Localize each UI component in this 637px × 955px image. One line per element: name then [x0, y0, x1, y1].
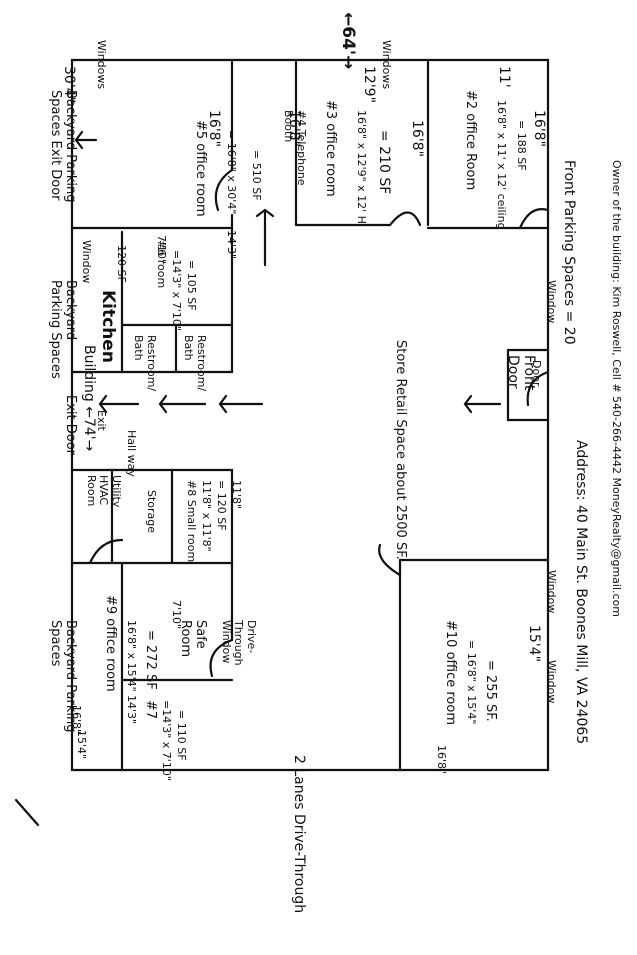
door-swing-office2	[518, 208, 550, 230]
building-width-label: ←64'→	[338, 12, 358, 70]
door-swing-office10	[378, 543, 402, 577]
utility-title: Utility HVAC Room	[84, 475, 123, 508]
room2-area: = 188 SF	[515, 120, 528, 171]
room3-dims: 16'8" x 12'9" x 12' H.	[355, 110, 368, 228]
room9-dims: 16'8" x 15'4"	[125, 620, 138, 692]
hall-way-label: Hall way	[125, 430, 138, 477]
dim-14-3-b: 14'3"	[125, 695, 138, 725]
door-swing-office9	[88, 538, 124, 565]
kitchen-area: 120 SF	[115, 245, 128, 283]
door-swing-office3	[388, 211, 422, 227]
storage-title: Storage	[145, 490, 158, 534]
door-swing-safe	[209, 638, 234, 678]
room7-area: = 110 SF	[175, 710, 188, 761]
arrow-retail-2	[463, 394, 502, 414]
front-door-label: Front Door	[504, 355, 537, 391]
backyard-exit-label: Backyard Parking Spaces Exit Door	[48, 90, 78, 203]
room7-dims: =14'3" x 7'10"	[160, 700, 173, 781]
floor-plan-sketch	[14, 58, 550, 827]
room10-area: = 255 SF.	[483, 660, 498, 722]
drive-through-window-label: Drive-Through Window	[219, 620, 258, 666]
dim-16-8-c: 16'8"	[409, 120, 425, 158]
arrow-hall-1	[98, 394, 140, 414]
room5-dims: = 16'8" x 30'4"	[225, 130, 238, 215]
room10-dims: = 16'8" x 15'4"	[465, 640, 478, 725]
window-label-bottom: Window	[545, 570, 558, 614]
address-label: Address: 40 Main St. Boones Mill, VA 240…	[573, 440, 589, 745]
backyard-parking-label-2: Backyard Parking Spaces	[48, 620, 78, 733]
room3-title: #3 office room	[323, 100, 338, 197]
room3-area: = 210 SF	[376, 130, 392, 195]
dim-30-4: 30'4"	[61, 66, 77, 104]
dim-15-4-a: 15'4"	[75, 730, 88, 760]
windows-label-right: Windows	[380, 40, 393, 90]
arrow-hall-2	[158, 394, 207, 414]
store-retail-label: Store Retail Space about 2500 SF.	[393, 340, 408, 560]
arrow-hall-3	[218, 394, 264, 414]
dim-16-8-f: 16'8"	[435, 745, 448, 775]
dim-11: 11'	[496, 66, 512, 88]
room6-area: = 105 SF	[185, 260, 198, 311]
arrow-retail-1	[255, 208, 275, 267]
dim-15-4-b: 15'4"	[526, 625, 542, 663]
room7-title: #7	[143, 700, 158, 720]
exit-door-label: Exit Door	[63, 395, 78, 456]
stray-stroke	[14, 798, 40, 827]
front-parking-label: Front Parking Spaces = 20	[561, 160, 577, 345]
label-layer: ←64'→ Building ←74'→ Backyard Parking Sp…	[48, 12, 623, 913]
room6-dims: =14'3" x 7'10"	[170, 250, 183, 331]
window-label-front: Window	[545, 280, 558, 324]
kitchen-title: Kitchen	[98, 290, 118, 363]
window-label-kitchen: Window	[80, 240, 93, 284]
windows-label-left: Windows	[95, 40, 108, 90]
restroom1-title: Restroom/ Bath	[132, 335, 158, 392]
outer-wall	[70, 58, 550, 772]
wall-front-door-box	[506, 348, 550, 422]
dim-11-8: 11'8"	[230, 480, 243, 510]
room5-area: = 510 SF	[250, 150, 263, 201]
room9-area: = 272 SF	[143, 630, 158, 690]
dim-7-10-a: 7'10"	[155, 235, 168, 265]
room2-dims: 16'8" x 11' x 12' ceiling	[495, 100, 508, 230]
room8-area: = 120 SF	[215, 480, 228, 531]
building-length-label: Building ←74'→	[81, 345, 97, 452]
dim-16-8-b: 16'8"	[286, 110, 302, 148]
restroom2-title: Restroom/ Bath	[182, 335, 208, 392]
drive-through-lanes-label: 2 Lanes Drive-Through	[291, 755, 307, 914]
room9-title: #9 office room	[103, 595, 118, 692]
room2-title: #2 office Room	[463, 90, 478, 191]
room8-title: #8 Small room	[185, 480, 198, 563]
room8-dims: 11'8" x 11'8"	[200, 480, 213, 552]
dim-16-8-d: 16'8"	[531, 110, 547, 148]
exit-label: Exit	[95, 410, 108, 431]
dim-16-8-a: 16'8"	[206, 110, 222, 148]
room10-title: #10 office room	[443, 620, 458, 725]
room5-title: #5 office room	[193, 120, 208, 217]
arrow-exit-up	[74, 130, 98, 150]
door-swing-office5	[214, 168, 234, 212]
window-label-right: Window	[545, 660, 558, 704]
dim-12-9: 12'9"	[361, 66, 377, 104]
dim-14-3-a: 14'3"	[225, 230, 238, 260]
dim-7-10-b: 7'10"	[170, 600, 183, 630]
wall-small8	[170, 468, 234, 565]
door-swing-front	[526, 370, 550, 407]
owner-label: Owner of the building: Kim Roswell, Cell…	[610, 160, 623, 618]
backyard-parking-label-1: Backyard Parking Spaces	[48, 280, 78, 379]
